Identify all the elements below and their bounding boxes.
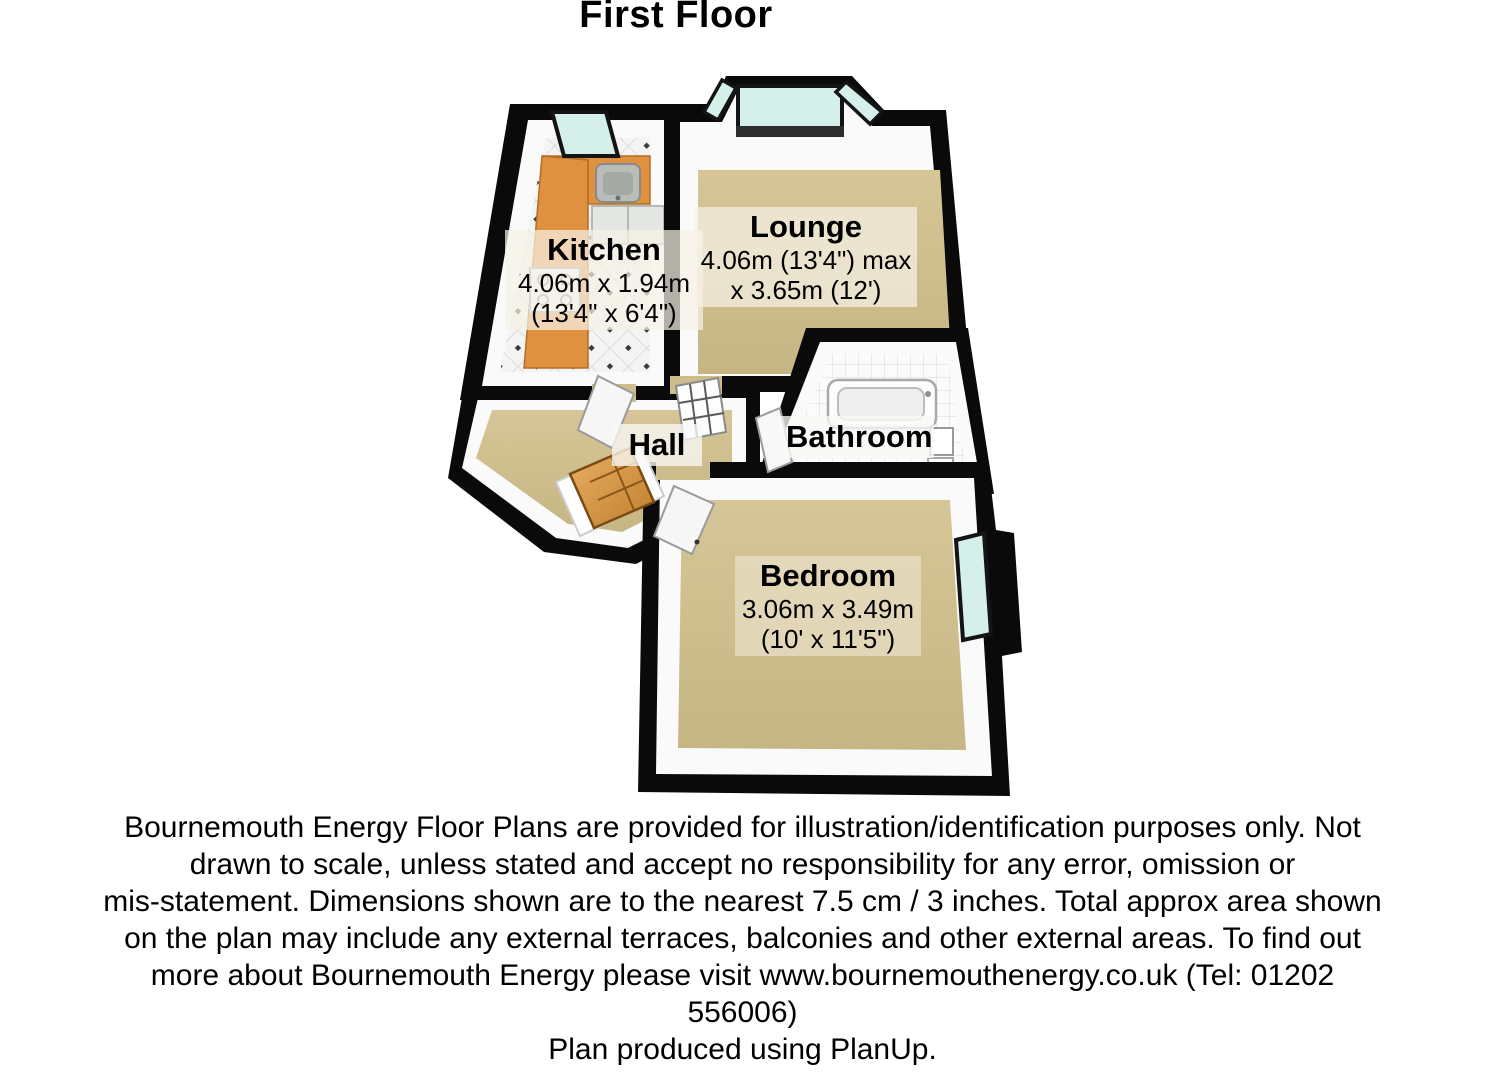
disclaimer-line: mis-statement. Dimensions shown are to t… xyxy=(103,885,1382,918)
plan-credit: Plan produced using PlanUp. xyxy=(548,1033,937,1066)
lounge-dim-line2: x 3.65m (12') xyxy=(730,275,882,305)
kitchen-label: Kitchen 4.06m x 1.94m (13'4" x 6'4") xyxy=(505,230,703,330)
page-title: First Floor xyxy=(579,0,773,36)
bathroom-label: Bathroom xyxy=(778,416,934,458)
kitchen-name: Kitchen xyxy=(547,232,661,267)
disclaimer-line: drawn to scale, unless stated and accept… xyxy=(189,848,1296,881)
disclaimer-line: Bournemouth Energy Floor Plans are provi… xyxy=(124,811,1361,844)
bedroom-window xyxy=(953,530,994,643)
bay-window-sill xyxy=(736,126,844,137)
bedroom-door xyxy=(652,484,716,556)
disclaimer-line: on the plan may include any external ter… xyxy=(124,922,1361,955)
bedroom-name: Bedroom xyxy=(759,558,897,593)
doors xyxy=(554,374,794,556)
lounge-dim-line1: 4.06m (13'4") max xyxy=(700,245,912,275)
hall-label: Hall xyxy=(612,424,702,466)
bay-window-left xyxy=(701,77,739,123)
lounge-name: Lounge xyxy=(750,209,862,244)
bedroom-dim-imperial: (10' x 11'5") xyxy=(760,624,896,654)
disclaimer-line: more about Bournemouth Energy please vis… xyxy=(150,959,1335,992)
lounge-label: Lounge 4.06m (13'4") max x 3.65m (12') xyxy=(695,207,917,307)
disclaimer-line: 556006) xyxy=(687,996,798,1029)
bay-window-centre xyxy=(736,84,844,130)
bedroom-label: Bedroom 3.06m x 3.49m (10' x 11'5") xyxy=(735,556,921,656)
disclaimer: Bournemouth Energy Floor Plans are provi… xyxy=(0,809,1485,1068)
bedroom-dim-metric: 3.06m x 3.49m xyxy=(742,594,914,624)
bay-window-right xyxy=(833,79,885,127)
kitchen-dim-metric: 4.06m x 1.94m xyxy=(518,268,690,298)
kitchen-dim-imperial: (13'4" x 6'4") xyxy=(531,298,677,328)
kitchen-window xyxy=(549,110,621,158)
